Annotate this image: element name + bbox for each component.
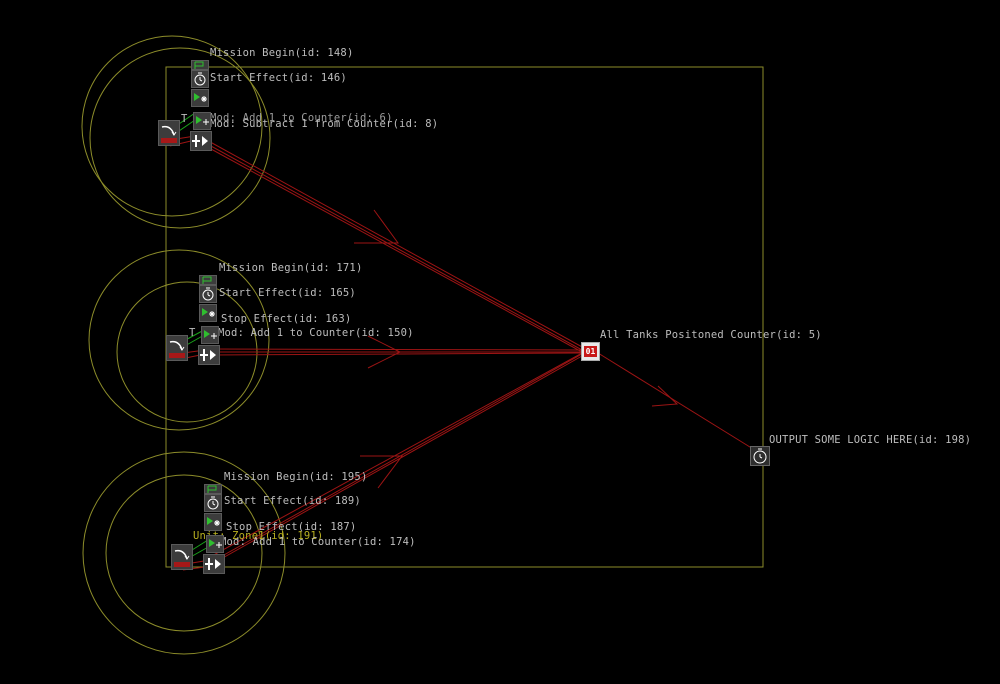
area-zone-rect [165, 66, 764, 568]
stop-effect-label-2: Stop Effect(id: 163) [221, 313, 352, 325]
zone-label-2: T [189, 327, 196, 339]
trigger-radius-1 [81, 35, 271, 229]
start-effect-node-2[interactable] [199, 285, 217, 303]
output-label: OUTPUT SOME LOGIC HERE(id: 198) [769, 434, 972, 446]
mission-begin-label-1: Mission Begin(id: 148) [210, 47, 354, 59]
mod-add-label-1: Mod: Add 1 to Counter(id: 6) [210, 112, 393, 124]
start-effect-node-1[interactable] [191, 70, 209, 88]
stop-effect-label-3: Stop Effect(id: 187) [226, 521, 357, 533]
mod-subtract-label-1: Mod: Subtract 1 from Counter(id: 8) [210, 118, 439, 130]
mod-add-modifier-node-2[interactable] [198, 345, 220, 365]
start-effect-label-2: Start Effect(id: 165) [219, 287, 356, 299]
mod-add-node-3[interactable] [206, 535, 224, 553]
mod-subtract-node-1[interactable] [190, 131, 212, 151]
flag-icon [207, 485, 217, 493]
modifier-icon [205, 558, 221, 570]
mission-begin-node-3[interactable] [204, 484, 222, 494]
mod-add-node-2[interactable] [201, 326, 219, 344]
modifier-icon [192, 135, 208, 147]
timer-icon [194, 72, 206, 86]
start-effect-label-1: Start Effect(id: 146) [210, 72, 347, 84]
unit-label-3: Unit: Zone1(id: 191) [193, 530, 324, 542]
trigger-zone-icon [169, 340, 185, 358]
start-effect-label-3: Start Effect(id: 189) [224, 495, 361, 507]
trigger-radius-3 [82, 451, 286, 655]
start-effect-node-3[interactable] [204, 494, 222, 512]
wire-group-1-to-counter [199, 137, 585, 353]
unit-trigger-node-3[interactable] [171, 544, 193, 570]
mission-begin-label-2: Mission Begin(id: 171) [219, 262, 363, 274]
wire-group-3-to-counter [209, 351, 585, 565]
stop-effect-node-3[interactable] [204, 513, 222, 531]
counter-label: All Tanks Positoned Counter(id: 5) [600, 329, 822, 341]
counter-icon: 01 [584, 346, 597, 357]
timer-icon [753, 448, 767, 464]
wire-group-2-to-counter [209, 335, 583, 369]
modifier-icon [200, 349, 216, 361]
mod-add-label-3: Mod: Add 1 to Counter(id: 174) [220, 536, 416, 548]
mod-add-node-1[interactable] [193, 112, 211, 130]
unit-trigger-node-1[interactable] [158, 120, 180, 146]
trigger-zone-icon [161, 125, 177, 143]
unit-trigger-node-2[interactable] [166, 335, 188, 361]
play-effect-icon [207, 517, 220, 526]
zone-label-1: T [181, 113, 188, 125]
output-node[interactable] [750, 446, 770, 466]
play-effect-icon [204, 330, 217, 339]
stop-effect-node-1[interactable] [191, 89, 209, 107]
trigger-zone-icon [174, 549, 190, 567]
mission-begin-node-1[interactable] [191, 60, 209, 70]
mission-begin-label-3: Mission Begin(id: 195) [224, 471, 368, 483]
stop-effect-node-2[interactable] [199, 304, 217, 322]
timer-icon [202, 287, 214, 301]
mod-add-label-2: Mod: Add 1 to Counter(id: 150) [218, 327, 414, 339]
timer-icon [207, 496, 219, 510]
flag-icon [194, 61, 204, 69]
play-effect-icon [196, 116, 209, 125]
mod-add-modifier-node-3[interactable] [203, 554, 225, 574]
counter-node[interactable]: 01 [581, 342, 600, 361]
flag-icon [202, 276, 212, 284]
wire-counter-to-output [597, 352, 759, 453]
play-effect-icon [202, 308, 215, 317]
mission-begin-node-2[interactable] [199, 275, 217, 285]
play-effect-icon [209, 539, 222, 548]
play-effect-icon [194, 93, 207, 102]
